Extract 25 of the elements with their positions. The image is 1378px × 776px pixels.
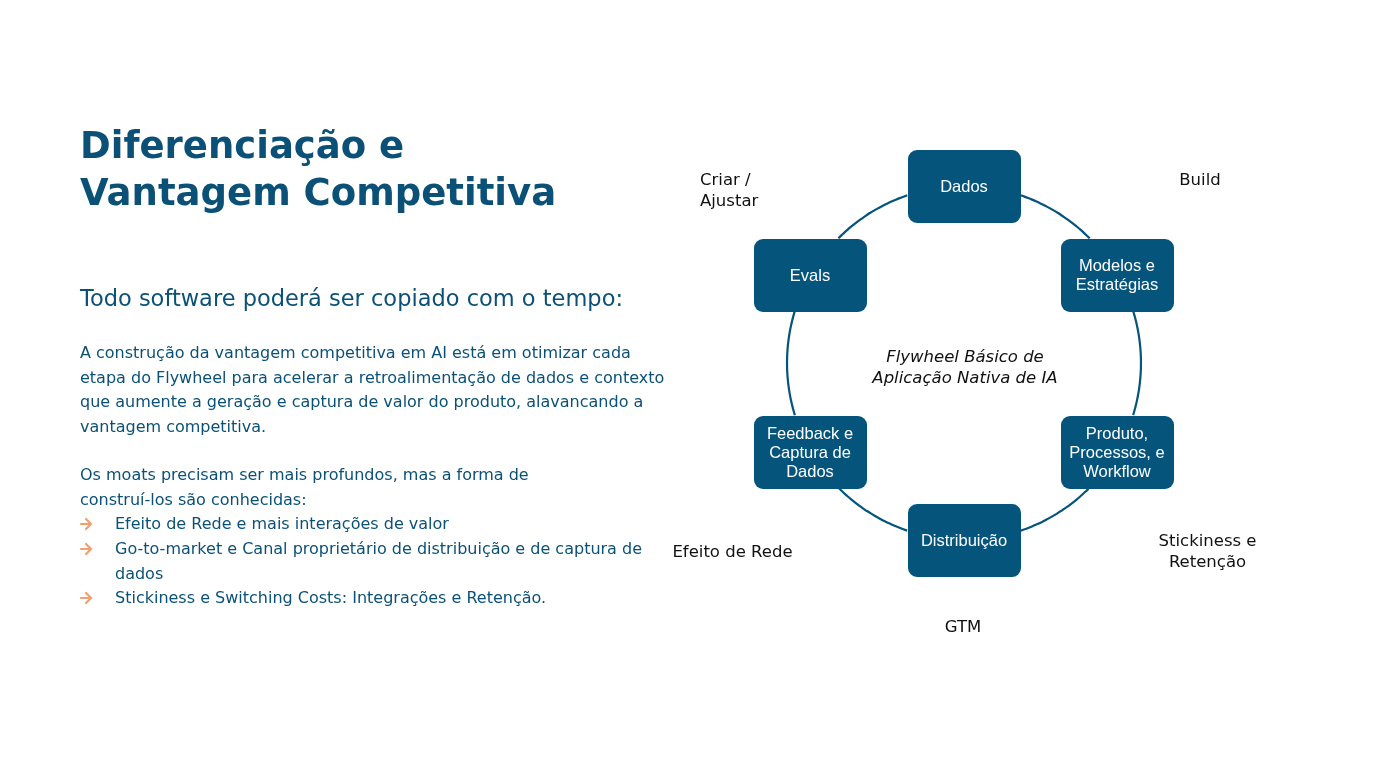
bullet-text: Efeito de Rede e mais interações de valor [115,513,450,535]
subtitle: Todo software poderá ser copiado com o tempo: [80,284,624,313]
cycle-label: Stickiness e Retenção [1157,530,1258,572]
center-caption: Flywheel Básico de Aplicação Nativa de IA [870,346,1059,388]
process-box: Produto, Processos, e Workflow [1060,415,1174,489]
cycle-label: Efeito de Rede [671,541,794,562]
cycle-arc [1020,194,1091,240]
cycle-label: GTM [943,616,983,637]
process-box: Dados [907,149,1021,223]
paragraph: A construção da vantagem competitiva em AI está em otimizar cada etapa do Flywheel para acelerar a retroalimentação de dados e contexto que aumente a geração e captura de valor do produto, alavancando a vantagem competitiva. [80,342,666,438]
cycle-arc [1132,311,1143,416]
cycle-arc [785,311,796,416]
process-box: Modelos e Estratégias [1060,238,1174,312]
cycle-arc [837,194,908,240]
cycle-label: Criar / Ajustar [700,169,760,211]
cycle-arc [1020,488,1090,532]
bullet-text: Stickiness e Switching Costs: Integrações e Retenção. [115,587,548,609]
process-box: Distribuição [907,503,1021,577]
cycle-label: Build [1178,169,1222,190]
process-box: Feedback e Captura de Dados [753,415,867,489]
slide-title: Diferenciação e Vantagem Competitiva [80,123,558,216]
paragraph: Os moats precisam ser mais profundos, mas a forma de construí-los são conhecidas: [80,464,530,511]
cycle-arc [838,487,908,532]
bullet-text: Go-to-market e Canal proprietário de distribuição e de captura de dados [115,538,643,585]
process-box: Evals [753,238,867,312]
